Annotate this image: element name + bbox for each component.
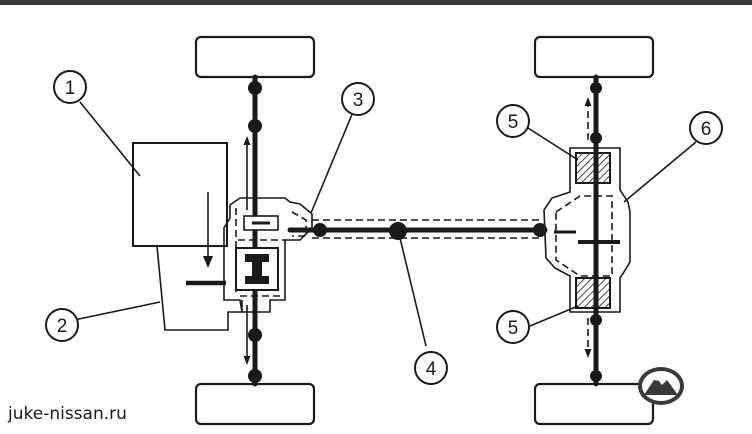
callout-2-label: 2: [57, 316, 68, 337]
callout-4-label: 4: [426, 359, 437, 380]
clutch-pack-upper: [575, 152, 611, 184]
rear-joint-upper: [590, 132, 602, 144]
wheel-front-right: [194, 382, 316, 426]
callout-5-upper-label: 5: [508, 112, 519, 133]
callout-5-lower-label: 5: [508, 318, 519, 339]
prop-joint-center: [389, 222, 407, 240]
leader-4: [399, 237, 427, 347]
callout-6: 6: [689, 111, 723, 145]
front-differential-gears: [245, 254, 269, 284]
callout-3-label: 3: [353, 90, 364, 111]
rear-joint-top: [590, 82, 602, 94]
wheel-front-left: [194, 35, 316, 79]
leader-6: [623, 141, 697, 203]
leader-5b: [529, 305, 579, 327]
transfer-case-outline: [223, 197, 313, 313]
leader-3: [310, 111, 354, 214]
engine-block: [132, 142, 228, 247]
mountain-badge-icon: [638, 367, 684, 405]
clutch-pack-lower: [575, 277, 611, 309]
leader-1: [79, 101, 141, 177]
leader-5a: [527, 127, 579, 161]
arrow-front-down-head: [243, 356, 251, 365]
arrow-front-up-head: [243, 136, 251, 145]
leader-2: [73, 301, 161, 321]
front-joint-top: [248, 81, 262, 95]
callout-5-upper: 5: [496, 104, 530, 138]
front-joint-bottom: [248, 369, 262, 383]
rear-joint-lower: [590, 314, 602, 326]
rear-differential-housing: [543, 147, 631, 313]
callout-3: 3: [341, 82, 375, 116]
arrow-rear-up-head: [584, 97, 592, 106]
watermark: juke-nissan.ru: [8, 404, 127, 424]
callout-1: 1: [53, 70, 87, 104]
arrow-rear-down-head: [584, 349, 592, 358]
callout-2: 2: [45, 308, 79, 342]
callout-6-label: 6: [701, 119, 712, 140]
wheel-rear-left: [533, 35, 655, 79]
input-arrow-head: [203, 256, 213, 268]
prop-joint-rear: [533, 223, 547, 237]
rear-joint-bottom: [590, 370, 602, 382]
top-bar: [0, 0, 752, 5]
prop-joint-front: [313, 223, 327, 237]
transmission-housing: [156, 245, 243, 331]
front-joint-upper: [248, 119, 262, 133]
callout-1-label: 1: [65, 78, 76, 99]
callout-5-lower: 5: [496, 310, 530, 344]
rear-differential-inner: [555, 195, 613, 277]
callout-4: 4: [414, 351, 448, 385]
front-joint-lower: [248, 328, 262, 342]
